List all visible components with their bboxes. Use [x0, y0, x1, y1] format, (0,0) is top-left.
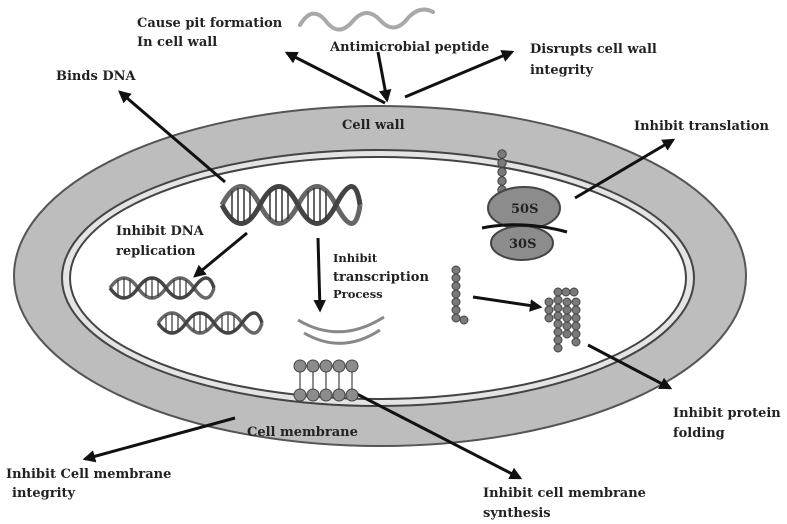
arrows — [82, 50, 676, 480]
arrow-dna-replication — [193, 231, 248, 278]
label-binds-dna: Binds DNA — [56, 69, 136, 84]
arrow-disrupts-wall — [404, 50, 515, 99]
antimicrobial-peptide-squiggle — [298, 7, 435, 32]
arrow-pit-formation — [284, 51, 386, 105]
label-ribosome-50s: 50S — [511, 202, 538, 217]
label-inhibit-translation: Inhibit translation — [634, 119, 770, 134]
label-cell-wall: Cell wall — [342, 118, 405, 133]
label-protein-folding-line2: folding — [673, 426, 725, 441]
label-antimicrobial-peptide: Antimicrobial peptide — [329, 40, 489, 55]
label-pit-formation-line1: Cause pit formation — [137, 16, 283, 31]
label-disrupts-wall-line2: integrity — [530, 63, 594, 78]
unfolded-protein — [451, 265, 469, 325]
label-cell-membrane: Cell membrane — [247, 425, 358, 440]
ribosome — [481, 149, 568, 261]
mrna-strand — [481, 223, 568, 234]
folded-protein — [544, 287, 581, 353]
dna-helix-copy-1 — [108, 276, 216, 300]
arrow-membrane-synthesis — [354, 391, 523, 480]
label-transcription-line3: Process — [333, 287, 383, 301]
arrow-transcription — [313, 237, 327, 313]
arrow-binds-dna — [118, 90, 226, 184]
label-dna-replication-line2: replication — [116, 244, 196, 259]
arrow-protein-folding — [587, 343, 673, 390]
transcription-arcs — [297, 315, 385, 345]
label-transcription-line2: transcription — [333, 270, 429, 285]
label-pit-formation-line2: In cell wall — [137, 35, 217, 50]
dna-helix-copy-2 — [156, 311, 264, 335]
label-disrupts-wall-line1: Disrupts cell wall — [530, 42, 657, 57]
label-membrane-synthesis-line1: Inhibit cell membrane — [483, 486, 646, 501]
label-dna-replication-line1: Inhibit DNA — [116, 224, 205, 239]
labels: Antimicrobial peptide Cause pit formatio… — [6, 16, 781, 521]
lipid-bilayer — [293, 359, 359, 402]
nascent-peptide-chain — [497, 149, 507, 195]
arrow-protein-fold-change — [472, 295, 543, 312]
label-membrane-integrity-line2: integrity — [12, 486, 76, 501]
label-membrane-integrity-line1: Inhibit Cell membrane — [6, 467, 171, 482]
arrow-translation — [574, 138, 676, 200]
label-membrane-synthesis-line2: synthesis — [483, 506, 551, 521]
label-protein-folding-line1: Inhibit protein — [673, 406, 781, 421]
label-ribosome-30s: 30S — [509, 237, 536, 252]
arrow-peptide-down — [376, 51, 392, 103]
dna-helix-main — [219, 184, 363, 226]
arrow-membrane-integrity — [82, 416, 236, 463]
label-transcription-line1: Inhibit — [333, 251, 378, 265]
